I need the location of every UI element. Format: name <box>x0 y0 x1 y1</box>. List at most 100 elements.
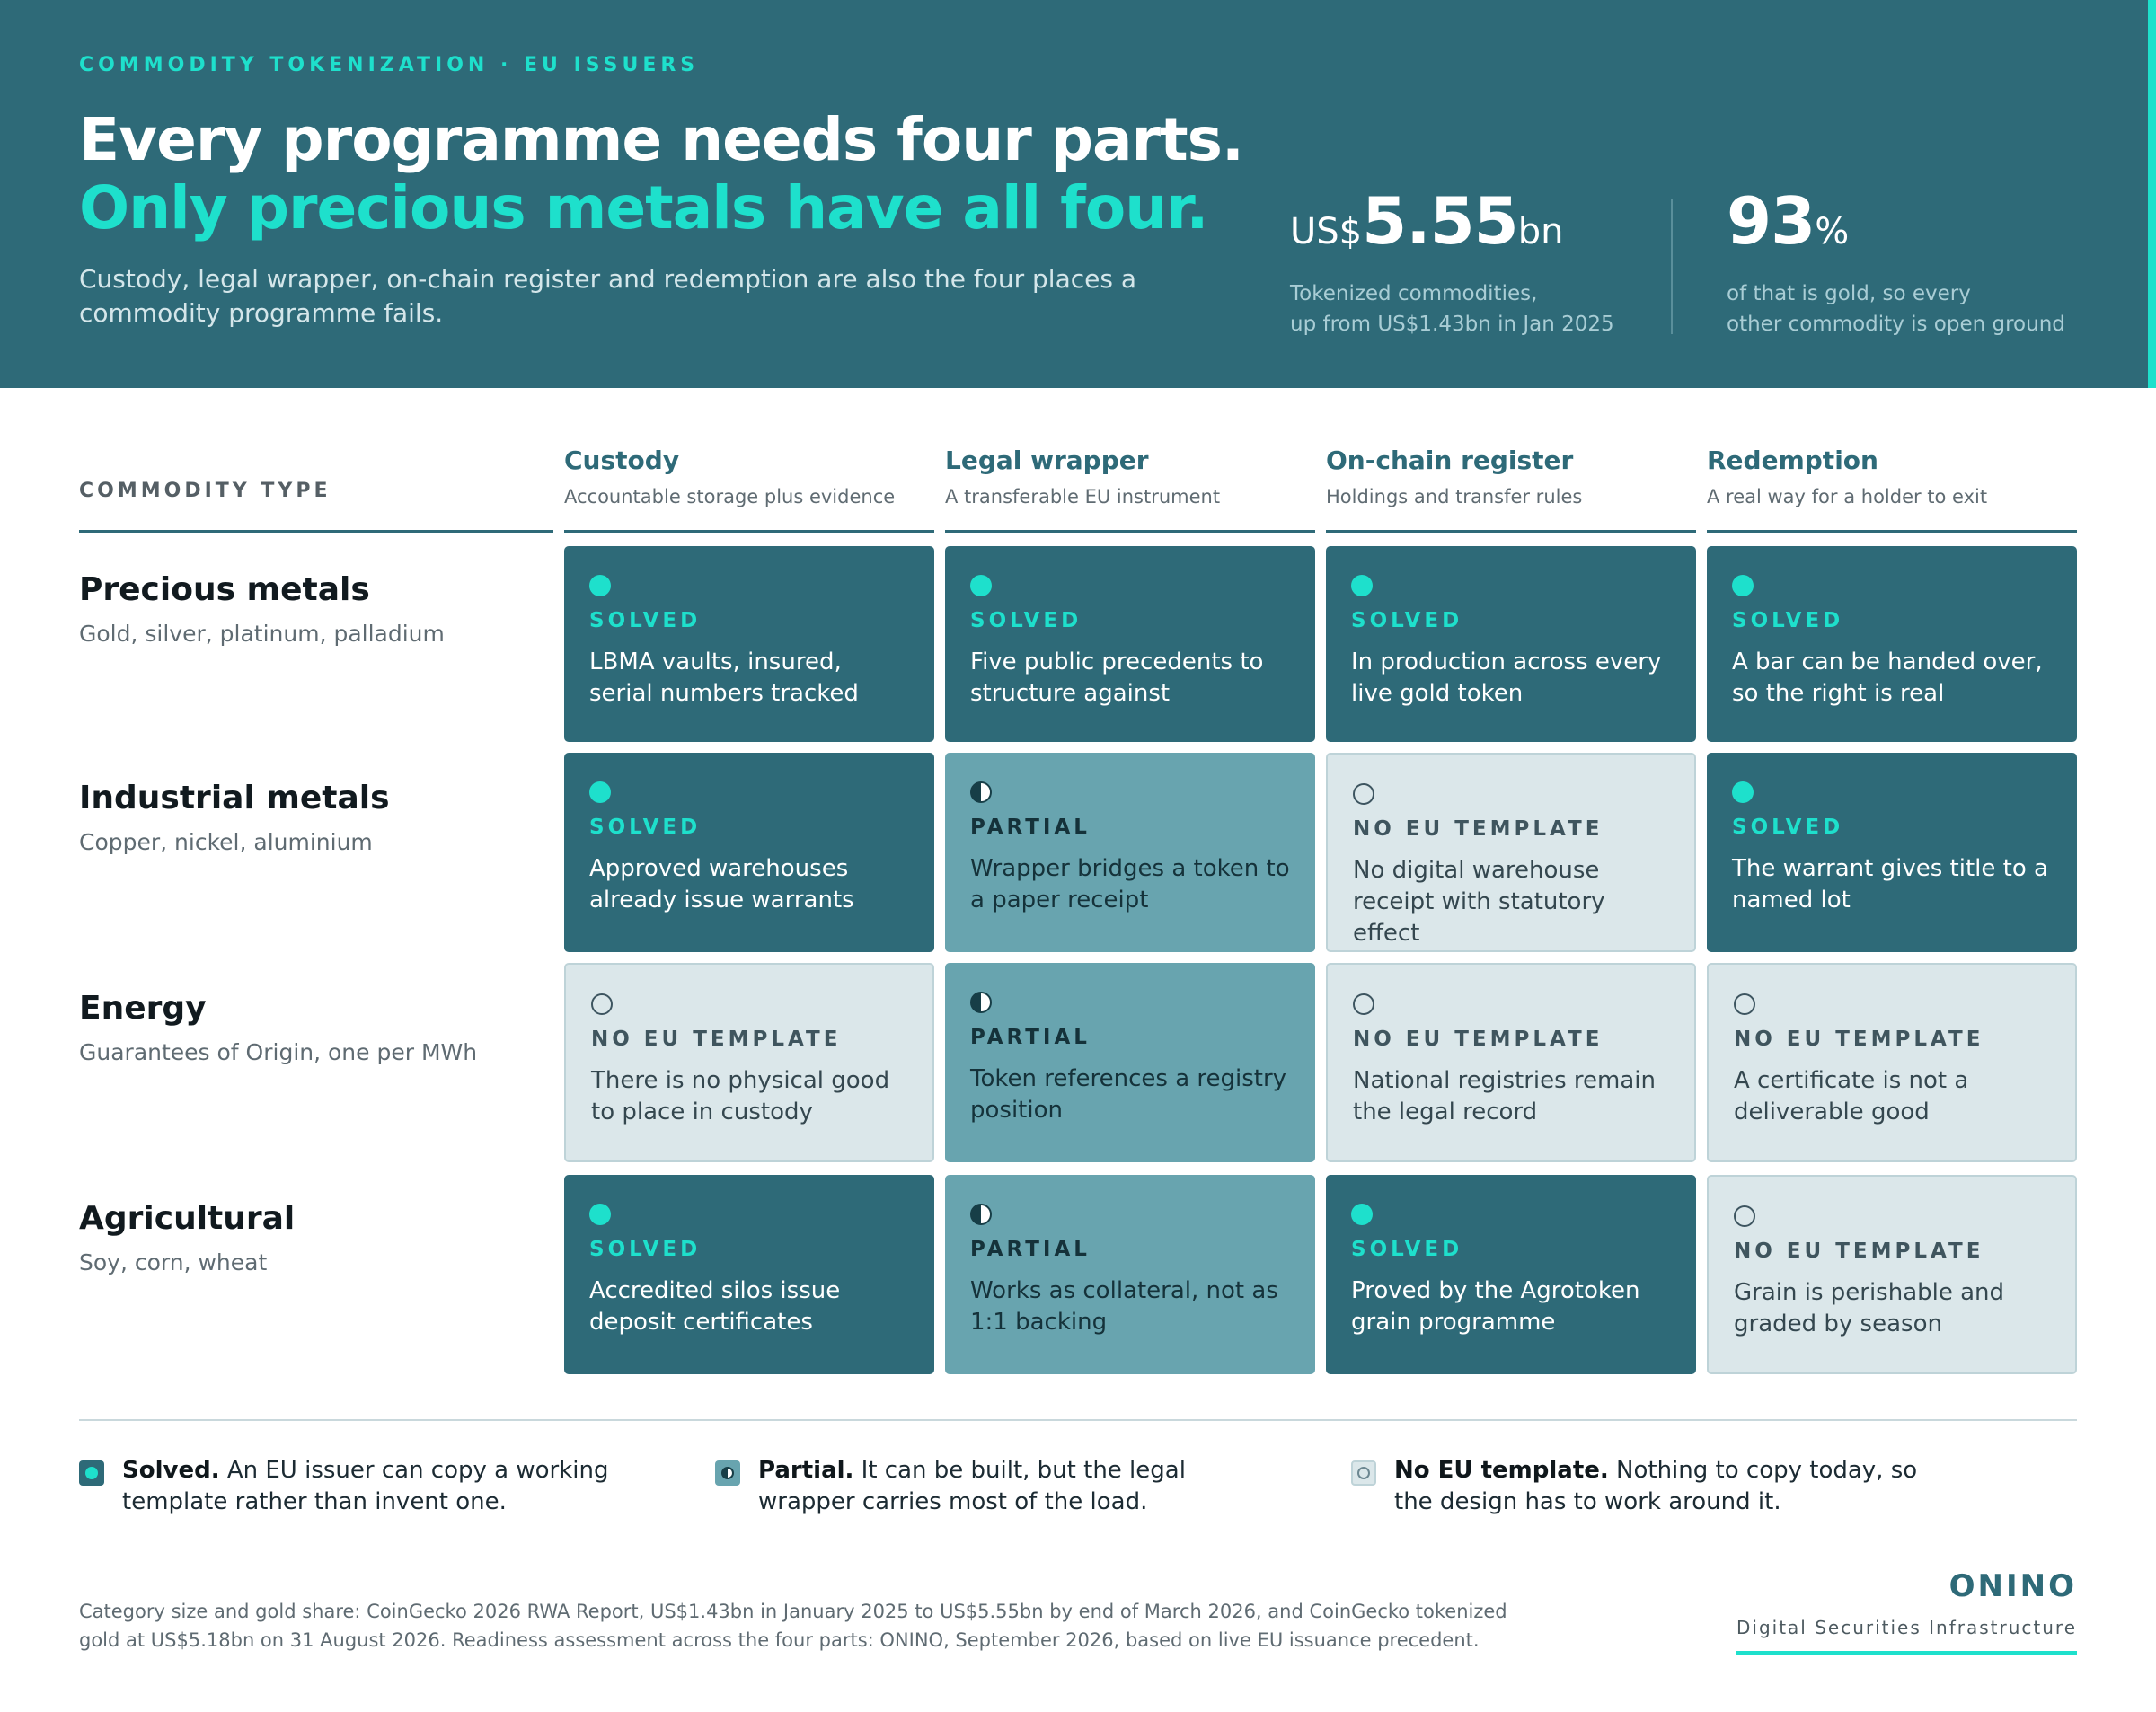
column-subtitle: A transferable EU instrument <box>945 486 1221 507</box>
stat-number: 5.55 <box>1362 183 1519 259</box>
cell-text: Proved by the Agrotoken grain programme <box>1351 1277 1640 1336</box>
status-dot-icon <box>1353 783 1374 805</box>
stat-divider <box>1671 199 1673 334</box>
stat-caption-line: Tokenized commodities, <box>1290 282 1538 305</box>
header-rule <box>79 530 553 533</box>
legend-title: Solved. <box>122 1457 220 1484</box>
cell-text: A bar can be handed over, so the right i… <box>1732 649 2043 707</box>
row-desc: Copper, nickel, aluminium <box>79 829 373 855</box>
stat-suffix: bn <box>1517 211 1564 252</box>
row-name: Precious metals <box>79 571 370 608</box>
cell-status: SOLVED <box>1732 816 1844 839</box>
row-label-precious-metals: Precious metals Gold, silver, platinum, … <box>79 571 546 647</box>
brand-underline <box>1736 1651 2077 1655</box>
cell-status: NO EU TEMPLATE <box>1353 1028 1604 1051</box>
header-rule <box>1707 530 2077 533</box>
cell-text: Accredited silos issue deposit certifica… <box>589 1277 841 1336</box>
status-dot-icon <box>970 781 992 803</box>
column-subtitle: A real way for a holder to exit <box>1707 486 1988 507</box>
stat-value: US$5.55bn <box>1290 185 1614 260</box>
legend-text: Partial. It can be built, but the legal … <box>758 1455 1272 1518</box>
cell-text: No digital warehouse receipt with statut… <box>1353 857 1605 947</box>
cell-text: There is no physical good to place in cu… <box>591 1067 890 1125</box>
matrix-cell-solved: SOLVED Approved warehouses already issue … <box>564 753 934 952</box>
matrix-cell-partial: PARTIAL Works as collateral, not as 1:1 b… <box>945 1175 1315 1374</box>
stat-caption-line: other commodity is open ground <box>1727 313 2065 336</box>
headline: Every programme needs four parts. Only p… <box>79 105 1244 243</box>
matrix-cell-none: NO EU TEMPLATE A certificate is not a del… <box>1707 963 2077 1162</box>
row-label-energy: Energy Guarantees of Origin, one per MWh <box>79 990 546 1065</box>
stat-number: 93 <box>1727 183 1816 259</box>
legend-item-solved: Solved. An EU issuer can copy a working … <box>79 1455 636 1518</box>
headline-line-2: Only precious metals have all four. <box>79 173 1208 243</box>
column-title: On-chain register <box>1326 446 1574 475</box>
partial-swatch-icon <box>715 1460 740 1486</box>
cell-status: SOLVED <box>1351 1238 1463 1261</box>
status-dot-icon <box>1732 575 1754 596</box>
cell-text: Works as collateral, not as 1:1 backing <box>970 1277 1278 1336</box>
status-dot-icon <box>589 781 611 803</box>
legend-text: Solved. An EU issuer can copy a working … <box>122 1455 636 1518</box>
cell-text: Wrapper bridges a token to a paper recei… <box>970 855 1290 913</box>
eyebrow: COMMODITY TOKENIZATION · EU ISSUERS <box>79 54 700 76</box>
cell-status: SOLVED <box>589 609 702 632</box>
status-dot-icon <box>970 1204 992 1225</box>
column-title: Legal wrapper <box>945 446 1149 475</box>
cell-status: SOLVED <box>970 609 1082 632</box>
matrix-cell-solved: SOLVED Five public precedents to structur… <box>945 546 1315 742</box>
row-desc: Gold, silver, platinum, palladium <box>79 621 445 647</box>
cell-text: A certificate is not a deliverable good <box>1734 1067 1969 1125</box>
cell-status: SOLVED <box>589 1238 702 1261</box>
column-header-custody: Custody Accountable storage plus evidenc… <box>564 446 934 507</box>
cell-text: Token references a registry position <box>970 1065 1287 1124</box>
stat-tokenized-commodities: US$5.55bn Tokenized commodities, up from… <box>1290 185 1614 340</box>
status-dot-icon <box>1351 1204 1373 1225</box>
matrix-cell-solved: SOLVED Proved by the Agrotoken grain prog… <box>1326 1175 1696 1374</box>
status-dot-icon <box>1734 1205 1755 1227</box>
header-accent-bar <box>2148 0 2156 388</box>
matrix-cell-none: NO EU TEMPLATE National registries remain… <box>1326 963 1696 1162</box>
solved-swatch-icon <box>79 1460 104 1486</box>
cell-text: Grain is perishable and graded by season <box>1734 1279 2005 1337</box>
stat-caption: Tokenized commodities, up from US$1.43bn… <box>1290 278 1614 340</box>
cell-text: National registries remain the legal rec… <box>1353 1067 1656 1125</box>
cell-text: Five public precedents to structure agai… <box>970 649 1264 707</box>
row-name: Industrial metals <box>79 780 390 816</box>
cell-status: SOLVED <box>589 816 702 839</box>
cell-status: NO EU TEMPLATE <box>1734 1028 1984 1051</box>
legend-title: No EU template. <box>1394 1457 1609 1484</box>
row-desc: Soy, corn, wheat <box>79 1249 268 1275</box>
no-template-swatch-icon <box>1351 1460 1376 1486</box>
legend-divider <box>79 1419 2077 1421</box>
cell-text: Approved warehouses already issue warran… <box>589 855 854 913</box>
status-dot-icon <box>970 992 992 1013</box>
subhead: Custody, legal wrapper, on-chain registe… <box>79 264 1136 328</box>
stat-caption-line: up from US$1.43bn in Jan 2025 <box>1290 313 1614 336</box>
cell-status: PARTIAL <box>970 1238 1091 1261</box>
status-dot-icon <box>1732 781 1754 803</box>
cell-status: SOLVED <box>1351 609 1463 632</box>
stat-gold-share: 93% of that is gold, so every other comm… <box>1727 185 2065 340</box>
cell-status: NO EU TEMPLATE <box>591 1028 842 1051</box>
status-dot-icon <box>589 575 611 596</box>
row-header-label: COMMODITY TYPE <box>79 480 331 502</box>
stat-suffix: % <box>1815 211 1850 252</box>
stat-caption-line: of that is gold, so every <box>1727 282 1971 305</box>
matrix-cell-none: NO EU TEMPLATE No digital warehouse recei… <box>1326 753 1696 952</box>
stat-value: 93% <box>1727 185 2065 260</box>
cell-text: LBMA vaults, insured, serial numbers tra… <box>589 649 859 707</box>
brand-block: ONINO Digital Securities Infrastructure <box>1736 1568 2077 1655</box>
legend-item-partial: Partial. It can be built, but the legal … <box>715 1455 1272 1518</box>
headline-line-1: Every programme needs four parts. <box>79 105 1244 174</box>
column-title: Custody <box>564 446 680 475</box>
header-rule <box>1326 530 1696 533</box>
column-header-legal-wrapper: Legal wrapper A transferable EU instrume… <box>945 446 1315 507</box>
cell-status: NO EU TEMPLATE <box>1353 817 1604 841</box>
row-name: Energy <box>79 990 207 1027</box>
column-header-on-chain-register: On-chain register Holdings and transfer … <box>1326 446 1696 507</box>
brand-logo: ONINO <box>1948 1568 2077 1604</box>
column-header-redemption: Redemption A real way for a holder to ex… <box>1707 446 2077 507</box>
column-subtitle: Accountable storage plus evidence <box>564 486 896 507</box>
